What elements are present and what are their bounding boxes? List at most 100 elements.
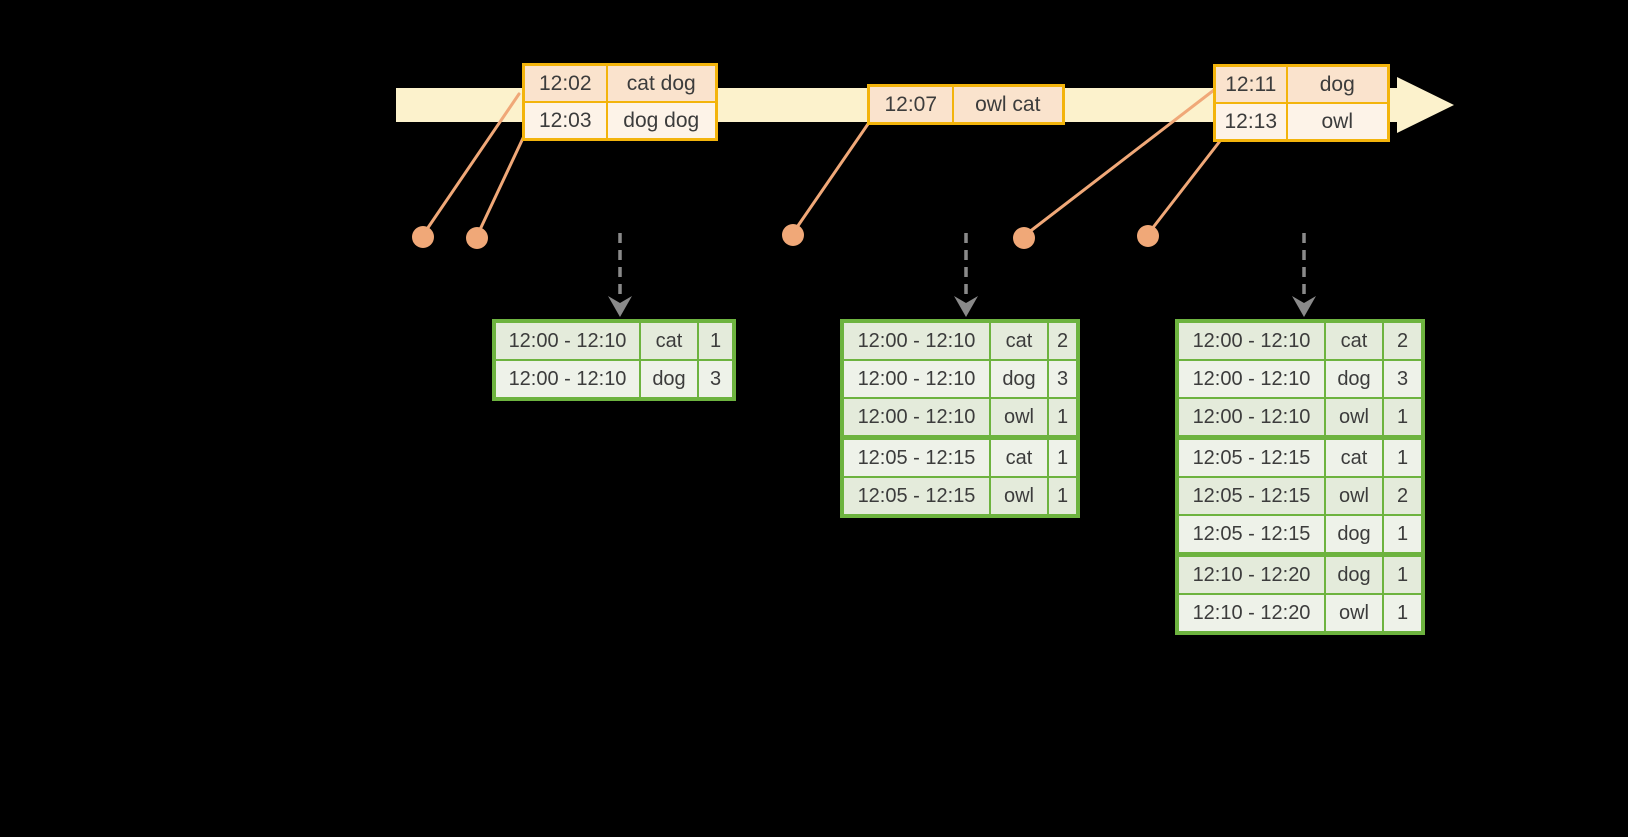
result-count-cell: 1: [1047, 435, 1079, 478]
event-table-body: 12:11 dog 12:13 owl: [1213, 64, 1390, 142]
result-word-cell: owl: [1324, 593, 1384, 634]
result-window-cell: 12:10 - 12:20: [1176, 593, 1326, 634]
result-window-cell: 12:00 - 12:10: [1176, 397, 1326, 439]
result-window-cell: 12:05 - 12:15: [1176, 435, 1326, 478]
result-row: 12:00 - 12:10 dog 3: [841, 359, 1079, 399]
result-word-cell: cat: [1324, 320, 1384, 361]
result-row: 12:10 - 12:20 dog 1: [1176, 552, 1424, 595]
event-table-3: 12:11 dog 12:13 owl: [1213, 64, 1390, 142]
result-count-cell: 1: [1382, 435, 1424, 478]
result-row: 12:05 - 12:15 owl 2: [1176, 476, 1424, 516]
down-arrowhead-icon: [608, 296, 632, 317]
result-table-1: 12:00 - 12:10 cat 1 12:00 - 12:10 dog 3: [492, 319, 736, 401]
result-row: 12:00 - 12:10 cat 2: [841, 320, 1079, 361]
connector-line: [1022, 88, 1216, 238]
result-row: 12:00 - 12:10 cat 2: [1176, 320, 1424, 361]
result-window-cell: 12:05 - 12:15: [841, 476, 991, 517]
result-count-cell: 1: [1382, 552, 1424, 595]
connector-line: [475, 134, 526, 238]
result-window-cell: 12:00 - 12:10: [1176, 359, 1326, 399]
result-word-cell: cat: [639, 320, 699, 361]
result-word-cell: dog: [639, 359, 699, 400]
result-table-3: 12:00 - 12:10 cat 2 12:00 - 12:10 dog 3 …: [1175, 319, 1425, 635]
event-row: 12:11 dog: [1213, 64, 1390, 104]
event-dot: [412, 226, 434, 248]
result-window-cell: 12:00 - 12:10: [841, 397, 991, 439]
result-row: 12:00 - 12:10 cat 1: [493, 320, 735, 361]
result-count-cell: 1: [1382, 397, 1424, 439]
result-window-cell: 12:05 - 12:15: [1176, 514, 1326, 556]
event-dot: [466, 227, 488, 249]
event-table-body: 12:07 owl cat: [867, 84, 1065, 125]
event-dot: [1137, 225, 1159, 247]
event-table-body: 12:02 cat dog 12:03 dog dog: [522, 63, 718, 141]
event-row: 12:02 cat dog: [522, 63, 718, 103]
result-row: 12:10 - 12:20 owl 1: [1176, 593, 1424, 634]
result-row: 12:00 - 12:10 owl 1: [841, 397, 1079, 439]
result-window-cell: 12:00 - 12:10: [493, 359, 641, 400]
result-count-cell: 1: [697, 320, 735, 361]
event-time-cell: 12:13: [1213, 102, 1288, 142]
event-table-2: 12:07 owl cat: [867, 84, 1065, 125]
result-window-cell: 12:00 - 12:10: [1176, 320, 1326, 361]
event-words-cell: dog: [1285, 64, 1390, 104]
result-row: 12:00 - 12:10 owl 1: [1176, 397, 1424, 439]
event-words-cell: cat dog: [605, 63, 718, 103]
result-window-cell: 12:00 - 12:10: [493, 320, 641, 361]
result-count-cell: 3: [1382, 359, 1424, 399]
event-table-1: 12:02 cat dog 12:03 dog dog: [522, 63, 718, 141]
event-time-cell: 12:11: [1213, 64, 1288, 104]
event-row: 12:03 dog dog: [522, 101, 718, 141]
result-row: 12:05 - 12:15 cat 1: [1176, 435, 1424, 478]
result-table-2: 12:00 - 12:10 cat 2 12:00 - 12:10 dog 3 …: [840, 319, 1080, 518]
connector-line: [421, 92, 521, 237]
result-count-cell: 2: [1382, 320, 1424, 361]
event-words-cell: owl cat: [951, 84, 1065, 125]
result-count-cell: 2: [1382, 476, 1424, 516]
result-window-cell: 12:05 - 12:15: [1176, 476, 1326, 516]
result-word-cell: cat: [1324, 435, 1384, 478]
connector-line: [1146, 139, 1222, 236]
result-count-cell: 2: [1047, 320, 1079, 361]
result-word-cell: owl: [989, 397, 1049, 439]
result-word-cell: cat: [989, 320, 1049, 361]
result-word-cell: owl: [989, 476, 1049, 517]
result-word-cell: owl: [1324, 397, 1384, 439]
event-row: 12:13 owl: [1213, 102, 1390, 142]
result-window-cell: 12:10 - 12:20: [1176, 552, 1326, 595]
result-count-cell: 1: [1382, 514, 1424, 556]
event-row: 12:07 owl cat: [867, 84, 1065, 125]
result-row: 12:05 - 12:15 owl 1: [841, 476, 1079, 517]
event-dot: [782, 224, 804, 246]
result-word-cell: dog: [989, 359, 1049, 399]
result-count-cell: 1: [1047, 476, 1079, 517]
result-row: 12:00 - 12:10 dog 3: [1176, 359, 1424, 399]
result-row: 12:05 - 12:15 dog 1: [1176, 514, 1424, 556]
result-row: 12:05 - 12:15 cat 1: [841, 435, 1079, 478]
result-count-cell: 1: [1382, 593, 1424, 634]
result-window-cell: 12:05 - 12:15: [841, 435, 991, 478]
event-dot: [1013, 227, 1035, 249]
event-words-cell: owl: [1285, 102, 1390, 142]
result-word-cell: dog: [1324, 552, 1384, 595]
event-words-cell: dog dog: [605, 101, 718, 141]
event-time-cell: 12:07: [867, 84, 954, 125]
result-table-body: 12:00 - 12:10 cat 2 12:00 - 12:10 dog 3 …: [841, 320, 1079, 517]
event-time-cell: 12:03: [522, 101, 608, 141]
connector-line: [791, 122, 870, 235]
event-time-cell: 12:02: [522, 63, 608, 103]
down-arrowhead-icon: [1292, 296, 1316, 317]
result-table-body: 12:00 - 12:10 cat 2 12:00 - 12:10 dog 3 …: [1176, 320, 1424, 634]
down-arrowhead-icon: [954, 296, 978, 317]
result-count-cell: 3: [1047, 359, 1079, 399]
result-window-cell: 12:00 - 12:10: [841, 359, 991, 399]
result-row: 12:00 - 12:10 dog 3: [493, 359, 735, 400]
result-word-cell: cat: [989, 435, 1049, 478]
result-word-cell: owl: [1324, 476, 1384, 516]
result-window-cell: 12:00 - 12:10: [841, 320, 991, 361]
result-count-cell: 1: [1047, 397, 1079, 439]
result-word-cell: dog: [1324, 514, 1384, 556]
result-word-cell: dog: [1324, 359, 1384, 399]
result-table-body: 12:00 - 12:10 cat 1 12:00 - 12:10 dog 3: [493, 320, 735, 400]
